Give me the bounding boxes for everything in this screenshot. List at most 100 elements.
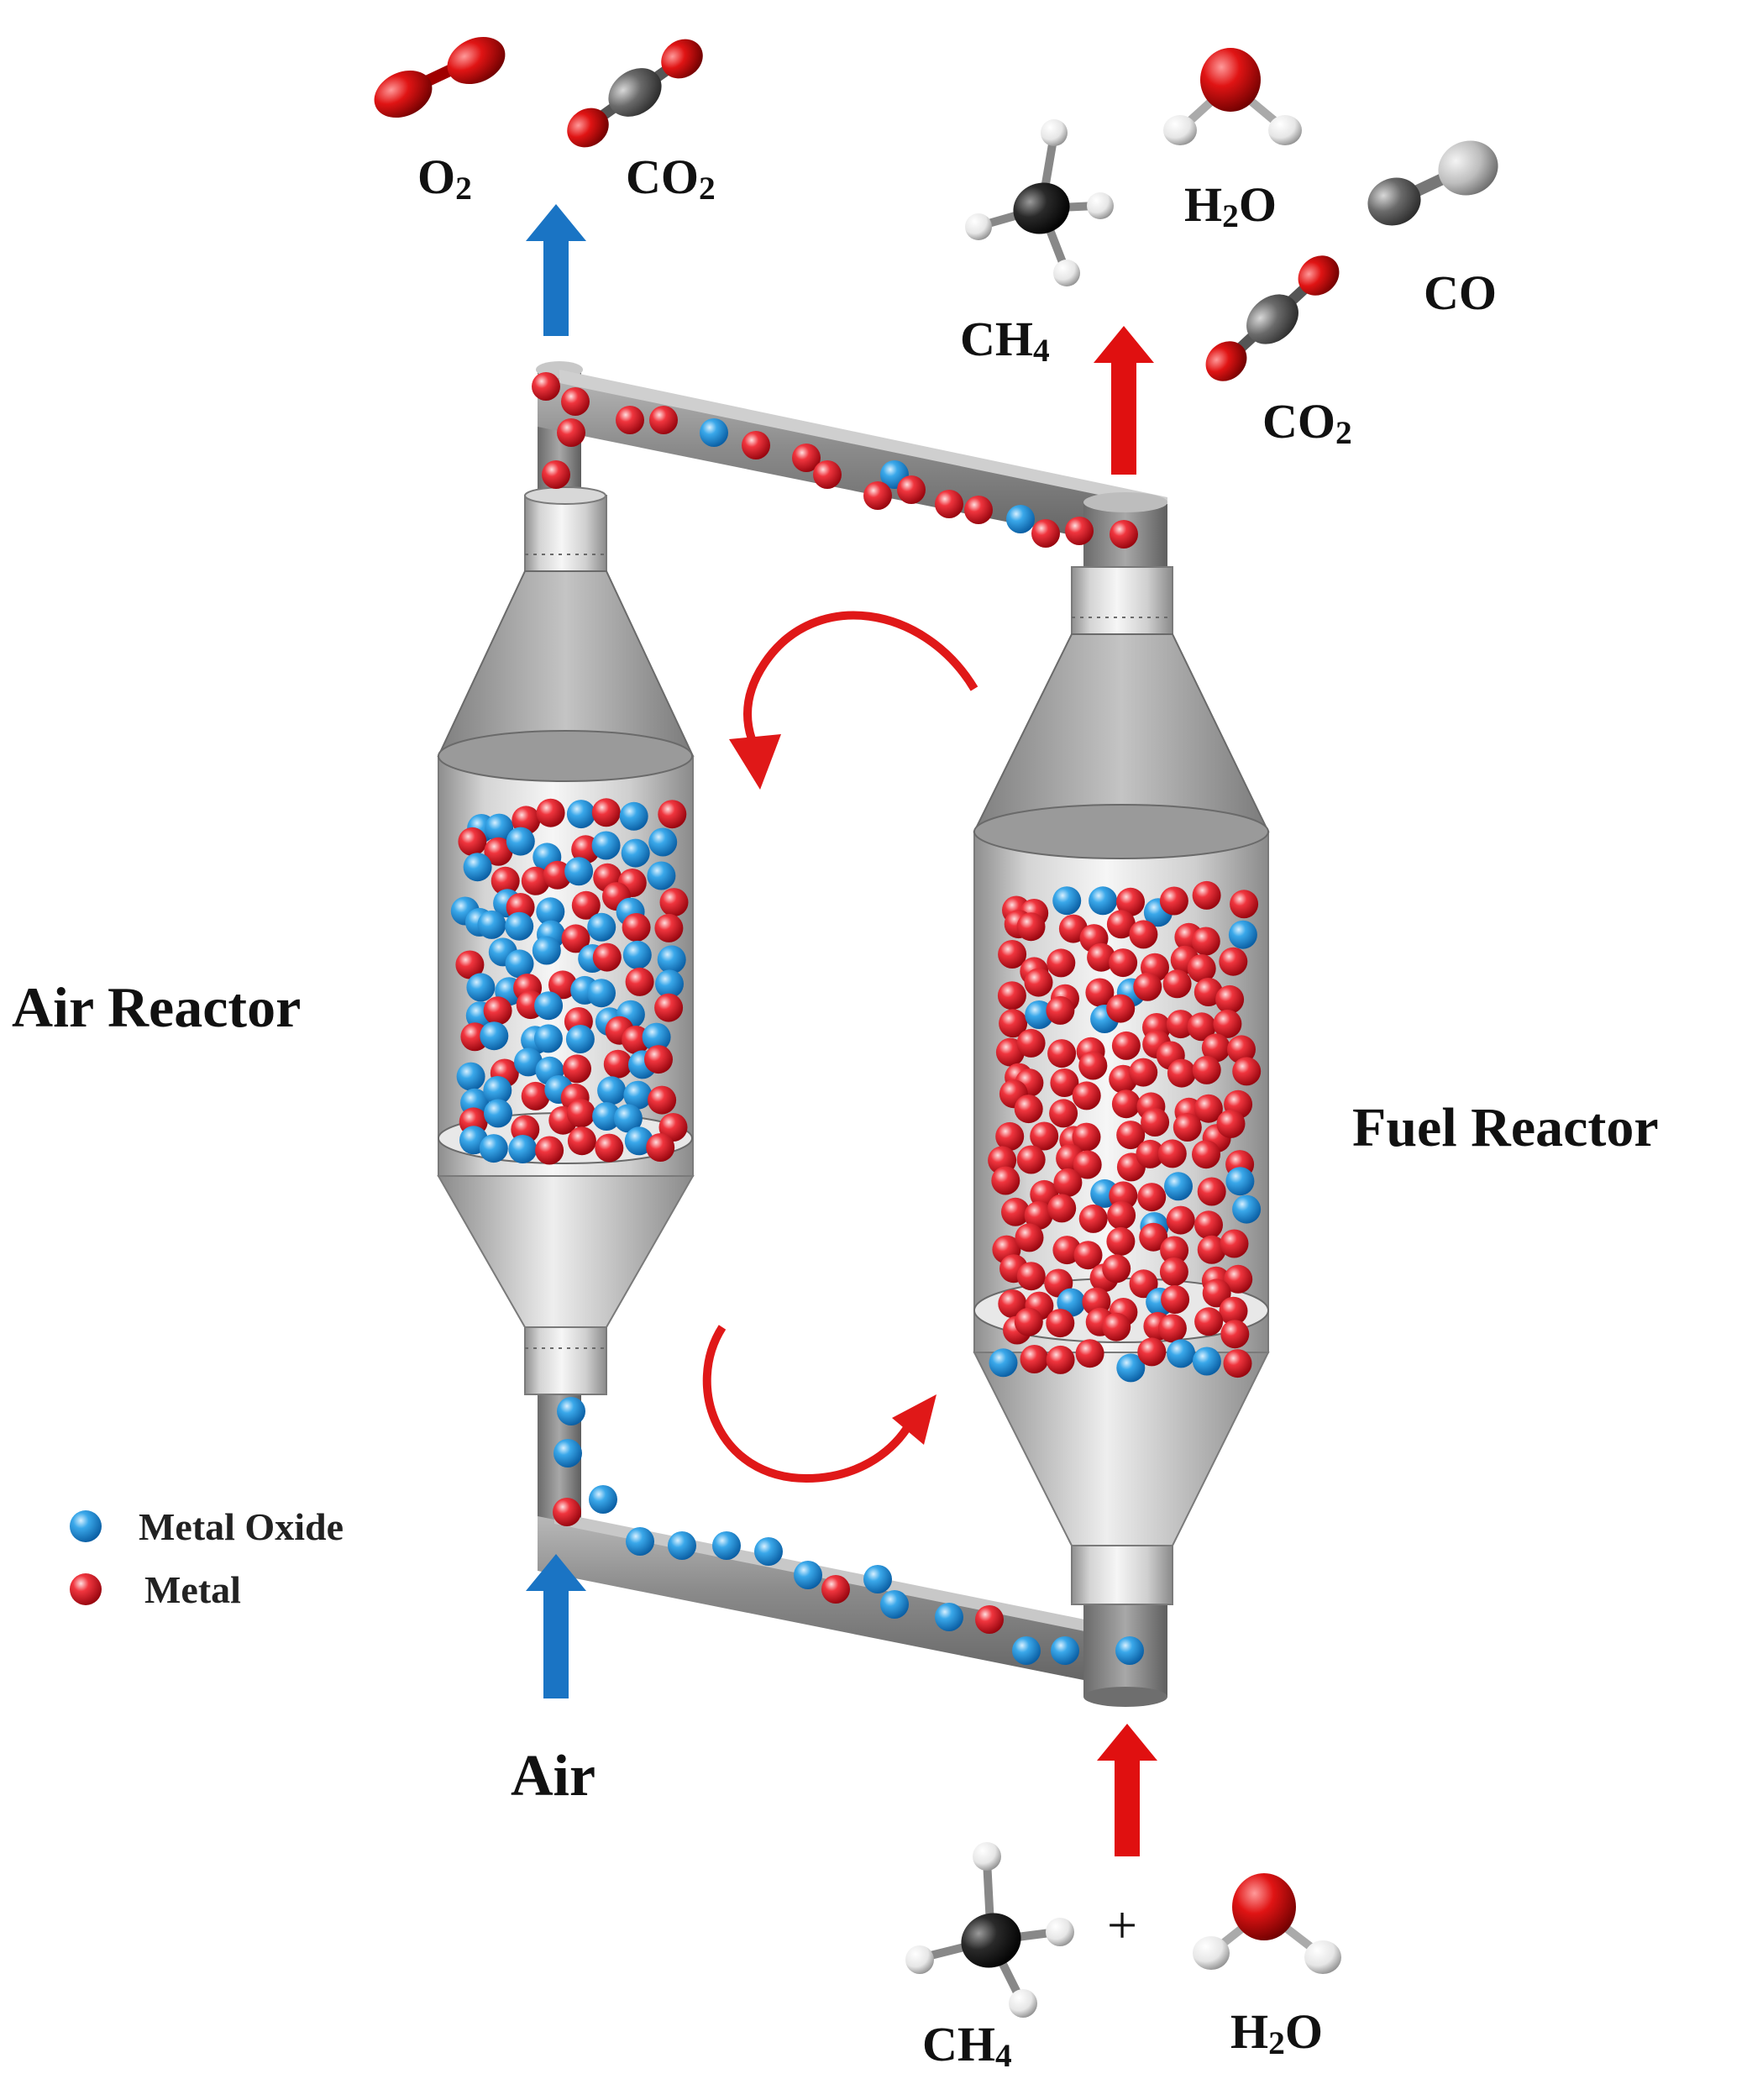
fuel-reactor-particle [1187, 954, 1216, 983]
fuel-reactor-particle [1024, 968, 1053, 997]
fuel-reactor-particle [1087, 942, 1116, 972]
air-input-label: Air [511, 1744, 596, 1809]
fuel-reactor-particle [1072, 1122, 1101, 1152]
upper-pipe-particle [649, 406, 678, 434]
lower-pipe-particle [863, 1565, 892, 1593]
fuel-reactor-particle [1215, 984, 1245, 1014]
air-reactor-particle [619, 801, 648, 831]
air-reactor-particle [533, 1024, 563, 1053]
upper-pipe-particle [1110, 520, 1138, 549]
air-reactor-particle [587, 912, 616, 942]
fuel-reactor-particle [1129, 920, 1158, 949]
air-reactor-particle [648, 1085, 677, 1115]
fuel-reactor-particle [1085, 978, 1115, 1007]
fuel-reactor-particle [1164, 1172, 1193, 1201]
cycle-arrow-upper [743, 611, 978, 741]
fuel-reactor-particle [1014, 1307, 1043, 1336]
fuel-reactor-particle [1078, 1204, 1108, 1233]
air-reactor-particle [657, 945, 686, 974]
fuel-reactor-particle [1015, 1223, 1044, 1252]
air-reactor-particle [597, 1076, 627, 1105]
fuel-reactor-particle [1219, 947, 1248, 976]
fuel-reactor-particle [997, 981, 1026, 1011]
fuel-reactor-particle [1049, 1099, 1078, 1128]
air-reactor-particle [514, 1047, 543, 1077]
legend-metal-swatch [70, 1573, 102, 1605]
fuel-reactor-particle [1107, 1200, 1136, 1230]
fuel-reactor-particle [1157, 1139, 1187, 1168]
ch4-input-molecule-icon [905, 1842, 1074, 2018]
product-co2-fuel-label: CO2 [1262, 394, 1352, 452]
fuel-reactor-particle [1216, 1109, 1246, 1138]
product-co2-label: CO2 [626, 150, 716, 207]
fuel-reactor-particle [1001, 1197, 1030, 1226]
fuel-reactor-particle [1191, 927, 1220, 956]
upper-pipe-particle [935, 490, 963, 518]
upper-pipe-particle [813, 460, 842, 489]
fuel-reactor-particle [1166, 1205, 1195, 1235]
air-reactor-particle [603, 1049, 632, 1079]
fuel-reactor-particle [1106, 1226, 1136, 1256]
air-reactor-particle [564, 857, 594, 886]
fuel-reactor-particle [1020, 1345, 1049, 1373]
fuel-reactor-particle [1173, 1113, 1202, 1142]
air-reactor-particle [659, 888, 689, 917]
fuel-reactor-particle [1109, 948, 1138, 978]
lower-pipe-particle [589, 1485, 617, 1514]
fuel-reactor-particle [1016, 1262, 1046, 1291]
lower-pipe-particle [668, 1531, 696, 1560]
air-reactor-particle [505, 911, 534, 941]
air-reactor-particle [654, 993, 684, 1022]
fuel-reactor-particle [1230, 890, 1259, 919]
air-reactor-particle [548, 970, 577, 1000]
fuel-reactor-particle [1141, 1108, 1170, 1137]
fuel-reactor-particle [1160, 1236, 1189, 1265]
upper-pipe-particle [700, 418, 728, 447]
air-reactor-particle [625, 967, 654, 996]
air-reactor-particle [647, 861, 676, 890]
air-reactor-particle [563, 1054, 591, 1084]
air-reactor-particle [566, 800, 595, 829]
legend-metal-oxide-swatch [70, 1510, 102, 1542]
fuel-reactor-particle [1016, 912, 1046, 942]
fuel-inlet-arrow [1097, 1724, 1157, 1856]
fuel-reactor-particle [1073, 1241, 1103, 1270]
fuel-reactor-particle [1046, 1345, 1075, 1374]
upper-pipe-particle [792, 444, 821, 472]
air-reactor-particle [654, 913, 684, 942]
fuel-reactor-particle [1194, 1307, 1224, 1336]
product-o2-label: O2 [417, 150, 472, 207]
air-reactor-particle [644, 1045, 673, 1074]
lower-pipe-particle [557, 1397, 585, 1425]
fuel-reactor-particle [1116, 887, 1145, 916]
fuel-reactor-particle [1137, 1337, 1167, 1367]
fuel-reactor-particle [1201, 1033, 1230, 1063]
air-reactor-particle [613, 1104, 643, 1133]
fuel-reactor-particle [1116, 1121, 1146, 1150]
fuel-reactor-particle [1129, 1058, 1158, 1087]
air-reactor-particle [642, 1022, 671, 1052]
upper-pipe-particle [557, 418, 585, 447]
h2o-molecule-icon [1163, 48, 1302, 145]
air-reactor-particle [483, 996, 512, 1026]
fuel-reactor-particle [1106, 994, 1136, 1023]
air-reactor-particle [571, 890, 601, 920]
air-reactor-particle [655, 969, 684, 999]
fuel-reactor-particle [1157, 1314, 1187, 1343]
air-reactor-particle [505, 949, 534, 979]
air-reactor-particle [592, 942, 622, 972]
lower-pipe-particle [1012, 1636, 1041, 1665]
air-reactor-particle [591, 831, 621, 860]
fuel-reactor-particle [1016, 1028, 1046, 1058]
fuel-reactor-particle [1111, 1089, 1141, 1119]
plus-sign: + [1107, 1895, 1138, 1955]
air-reactor-particle [463, 853, 492, 882]
air-reactor-particle [534, 991, 564, 1021]
fuel-reactor-particle [1219, 1296, 1248, 1326]
legend-metal-label: Metal [144, 1568, 241, 1611]
air-reactor-particle [484, 1099, 512, 1128]
air-reactor-particle [592, 1102, 622, 1131]
lower-pipe-particle [794, 1561, 822, 1589]
air-reactor-particle [621, 838, 650, 868]
